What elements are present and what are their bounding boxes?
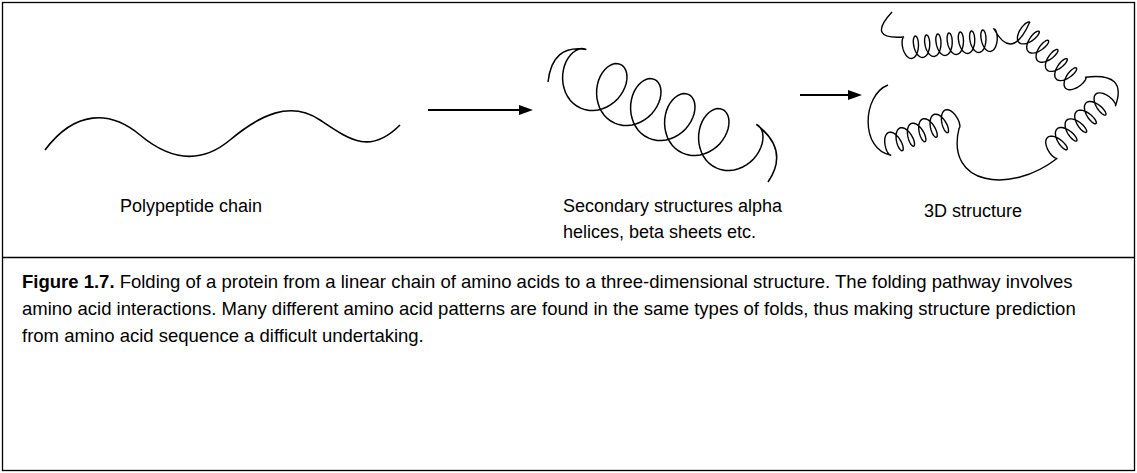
process-arrow	[800, 90, 862, 100]
caption-text: Figure 1.7. Folding of a protein from a …	[22, 268, 1117, 349]
structure-label: 3D structure	[924, 198, 1104, 224]
structure-panel: 3D structure	[862, 15, 1126, 230]
arrow-head	[848, 90, 862, 100]
structure-panel: Secondary structures alpha helices, beta…	[533, 15, 800, 247]
caption-separator	[3, 257, 1135, 258]
polypeptide-chain-line	[45, 111, 400, 157]
structure-label: Secondary structures alpha helices, beta…	[563, 193, 797, 245]
secondary-structure-coil	[548, 49, 777, 182]
figure-caption: Figure 1.7. Folding of a protein from a …	[22, 268, 1117, 349]
structure-panel: Polypeptide chain	[40, 15, 428, 230]
process-arrow	[428, 105, 533, 115]
arrow-shaft	[428, 109, 521, 111]
arrow-head	[519, 105, 533, 115]
tertiary-structure-fold	[868, 12, 1118, 180]
arrow-shaft	[800, 94, 850, 96]
structure-label: Polypeptide chain	[120, 193, 330, 219]
figure-frame	[3, 3, 1135, 471]
